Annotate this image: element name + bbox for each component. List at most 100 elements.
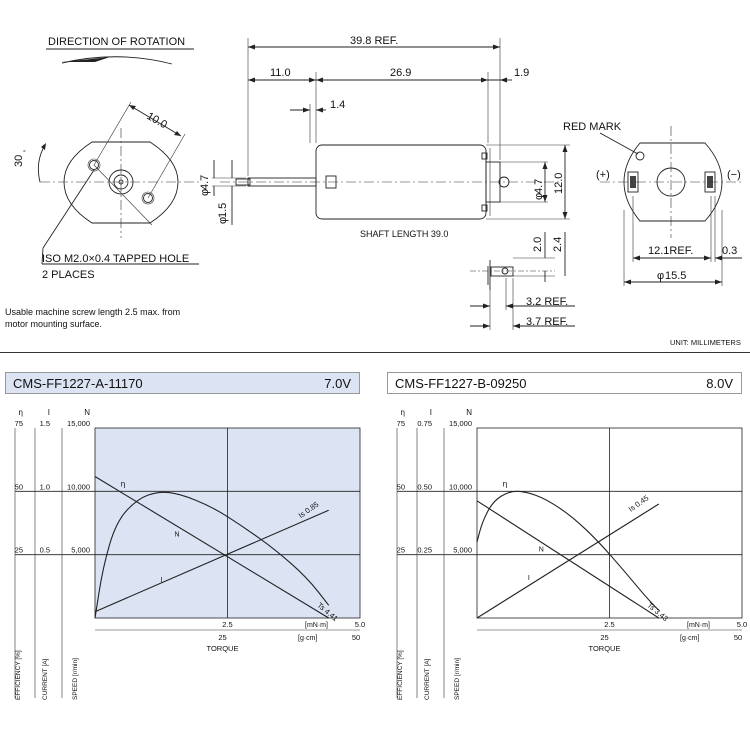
speed-line bbox=[94, 476, 329, 619]
svg-text:°: ° bbox=[23, 149, 26, 157]
svg-text:φ: φ bbox=[199, 189, 211, 196]
rear-view: RED MARK (+) (−) 12.1REF. 0.3 φ 15.5 bbox=[563, 121, 742, 286]
x-tick-bottom: 25 bbox=[600, 633, 608, 642]
y-axis-label-0: EFFICIENCY [%] bbox=[15, 650, 22, 700]
hole-note-2: 2 PLACES bbox=[42, 269, 95, 281]
chart-header-b: CMS-FF1227-B-09250 8.0V bbox=[387, 372, 742, 394]
motor-drawing: DIRECTION OF ROTATION 10.0 30 ° ISO M2.0… bbox=[5, 35, 742, 347]
separator bbox=[0, 352, 750, 353]
x-unit-top: [mN·m] bbox=[687, 622, 710, 629]
axis-header-0: η bbox=[401, 408, 405, 417]
n-label: N bbox=[539, 546, 544, 553]
dia-155: 15.5 bbox=[665, 270, 686, 282]
tick-label-speed_ticks: 10,000 bbox=[67, 482, 90, 491]
x-tick-top: 5.0 bbox=[355, 620, 365, 629]
x-tick-bottom: 25 bbox=[218, 633, 226, 642]
dim-10: 10.0 bbox=[145, 110, 170, 131]
dim-overall: 39.8 REF. bbox=[350, 35, 398, 47]
chart-title-a: CMS-FF1227-A-11170 bbox=[13, 376, 143, 391]
tick-label-cur_ticks: 0.5 bbox=[40, 546, 50, 555]
dim-right: 1.9 bbox=[514, 67, 529, 79]
x-tick-top: 5.0 bbox=[737, 620, 747, 629]
direction-label: DIRECTION OF ROTATION bbox=[48, 36, 185, 48]
tick-label-cur_ticks: 0.75 bbox=[417, 419, 432, 428]
tick-label-eff_ticks: 25 bbox=[397, 546, 405, 555]
axis-header-2: N bbox=[84, 408, 90, 417]
speed-line bbox=[476, 500, 660, 619]
tick-label-eff_ticks: 75 bbox=[15, 419, 23, 428]
tick-label-cur_ticks: 0.50 bbox=[417, 482, 432, 491]
x-axis-label: TORQUE bbox=[589, 644, 621, 653]
i-label: I bbox=[160, 577, 162, 584]
dim-32: 3.2 REF. bbox=[526, 296, 568, 308]
svg-text:φ: φ bbox=[657, 270, 664, 282]
plus-label: (+) bbox=[596, 169, 610, 181]
dim-left: 11.0 bbox=[270, 67, 291, 79]
screw-note-2: motor mounting surface. bbox=[5, 319, 102, 329]
tick-label-eff_ticks: 25 bbox=[15, 546, 23, 555]
axis-header-0: η bbox=[19, 408, 23, 417]
current-line bbox=[476, 503, 660, 619]
y-axis-label-0: EFFICIENCY [%] bbox=[397, 650, 404, 700]
tick-label-cur_ticks: 1.5 bbox=[40, 419, 50, 428]
tick-label-eff_ticks: 50 bbox=[15, 482, 23, 491]
axis-header-1: I bbox=[48, 408, 50, 417]
x-tick-top: 2.5 bbox=[604, 620, 614, 629]
svg-text:φ: φ bbox=[217, 217, 229, 224]
rotation-arrow bbox=[61, 56, 173, 65]
y-axis-label-2: SPEED [r/min] bbox=[454, 658, 461, 700]
minus-label: (−) bbox=[727, 169, 741, 181]
dia-47b: 4.7 bbox=[533, 179, 545, 194]
current-line bbox=[94, 509, 329, 613]
hole-note-1: ISO M2.0×0.4 TAPPED HOLE bbox=[42, 253, 189, 265]
svg-text:φ: φ bbox=[533, 193, 545, 200]
tick-label-speed_ticks: 15,000 bbox=[67, 419, 90, 428]
stall-current-label: Is 0.45 bbox=[627, 493, 651, 513]
dim-121: 12.1REF. bbox=[648, 245, 693, 257]
dim-24: 2.4 bbox=[552, 237, 564, 252]
efficiency-line bbox=[94, 491, 330, 619]
tick-label-speed_ticks: 5,000 bbox=[453, 546, 472, 555]
eta-label: η bbox=[121, 479, 125, 488]
dim-12: 12.0 bbox=[553, 173, 565, 194]
dim-14: 1.4 bbox=[330, 99, 345, 111]
dim-body: 26.9 bbox=[390, 67, 411, 79]
x-unit-bottom: [g·cm] bbox=[298, 635, 318, 642]
side-view: 39.8 REF. 11.0 26.9 1.9 1.4 4.7 φ 1.5 φ bbox=[199, 35, 570, 239]
tick-label-speed_ticks: 10,000 bbox=[449, 482, 472, 491]
tick-label-eff_ticks: 50 bbox=[397, 482, 405, 491]
dim-03: 0.3 bbox=[722, 245, 737, 257]
x-axis-label: TORQUE bbox=[207, 644, 239, 653]
tick-label-eff_ticks: 75 bbox=[397, 419, 405, 428]
tick-label-cur_ticks: 1.0 bbox=[40, 482, 50, 491]
front-view: 10.0 30 ° ISO M2.0×0.4 TAPPED HOLE 2 PLA… bbox=[13, 101, 200, 281]
red-mark-label: RED MARK bbox=[563, 121, 622, 133]
tick-label-cur_ticks: 0.25 bbox=[417, 546, 432, 555]
x-unit-top: [mN·m] bbox=[305, 622, 328, 629]
tick-label-speed_ticks: 15,000 bbox=[449, 419, 472, 428]
n-label: N bbox=[174, 531, 179, 538]
axis-header-2: N bbox=[466, 408, 472, 417]
chart-title-b: CMS-FF1227-B-09250 bbox=[395, 376, 527, 391]
dia-47: 4.7 bbox=[199, 175, 211, 190]
terminal-detail: 2.0 2.4 3.2 REF. 3.7 REF. bbox=[470, 232, 575, 330]
chart-voltage-b: 8.0V bbox=[706, 376, 733, 391]
tick-label-speed_ticks: 5,000 bbox=[71, 546, 90, 555]
y-axis-label-1: CURRENT [A] bbox=[424, 658, 431, 700]
x-unit-bottom: [g·cm] bbox=[680, 635, 700, 642]
chart-svg-b: η755025I0.750.500.25N15,00010,0005,0002.… bbox=[397, 408, 747, 700]
dia-15: 1.5 bbox=[217, 203, 229, 218]
efficiency-line bbox=[476, 490, 660, 611]
dim-37: 3.7 REF. bbox=[526, 316, 568, 328]
chart-voltage-a: 7.0V bbox=[324, 376, 351, 391]
angle-30: 30 bbox=[13, 155, 25, 167]
axis-header-1: I bbox=[430, 408, 432, 417]
i-label: I bbox=[528, 575, 530, 582]
x-tick-top: 2.5 bbox=[222, 620, 232, 629]
y-axis-label-2: SPEED [r/min] bbox=[72, 658, 79, 700]
screw-note-1: Usable machine screw length 2.5 max. fro… bbox=[5, 307, 180, 317]
dim-20: 2.0 bbox=[532, 237, 544, 252]
